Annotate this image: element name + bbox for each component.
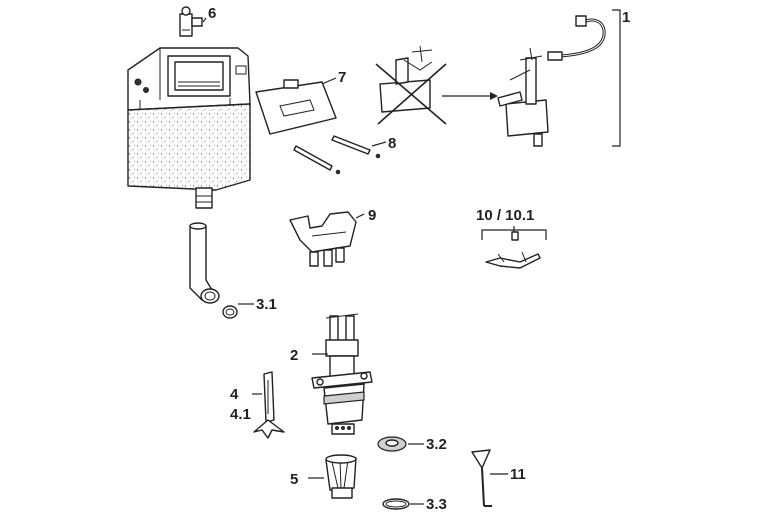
fill-valve (497, 15, 606, 147)
callout-3-3: 3.3 (426, 496, 447, 513)
o-ring (382, 498, 410, 510)
callout-4-1: 4.1 (230, 406, 251, 423)
valve-basket (325, 454, 357, 499)
key-tool (471, 449, 492, 507)
actuator-linkage (481, 226, 547, 269)
flush-valve (311, 313, 373, 435)
lever (253, 371, 285, 439)
callout-2: 2 (290, 347, 298, 364)
callout-7: 7 (338, 69, 346, 86)
callout-9: 9 (368, 207, 376, 224)
callout-8: 8 (388, 135, 396, 152)
callout-10: 10 / 10.1 (476, 207, 534, 224)
bracket (289, 211, 357, 267)
flush-pipe-elbow (189, 222, 238, 319)
replacement-arrow (442, 92, 498, 100)
callout-3-1: 3.1 (256, 296, 277, 313)
washer (377, 436, 407, 452)
cistern (127, 47, 251, 209)
inspection-cover (255, 79, 337, 135)
callout-5: 5 (290, 471, 298, 488)
fixing-screws (293, 135, 381, 175)
callout-11: 11 (510, 466, 526, 483)
callout-3-2: 3.2 (426, 436, 447, 453)
callout-1: 1 (622, 9, 630, 26)
callout-4: 4 (230, 386, 239, 403)
old-fill-valve-crossed (375, 45, 447, 125)
callout-6: 6 (208, 5, 216, 22)
angle-valve (179, 6, 203, 37)
